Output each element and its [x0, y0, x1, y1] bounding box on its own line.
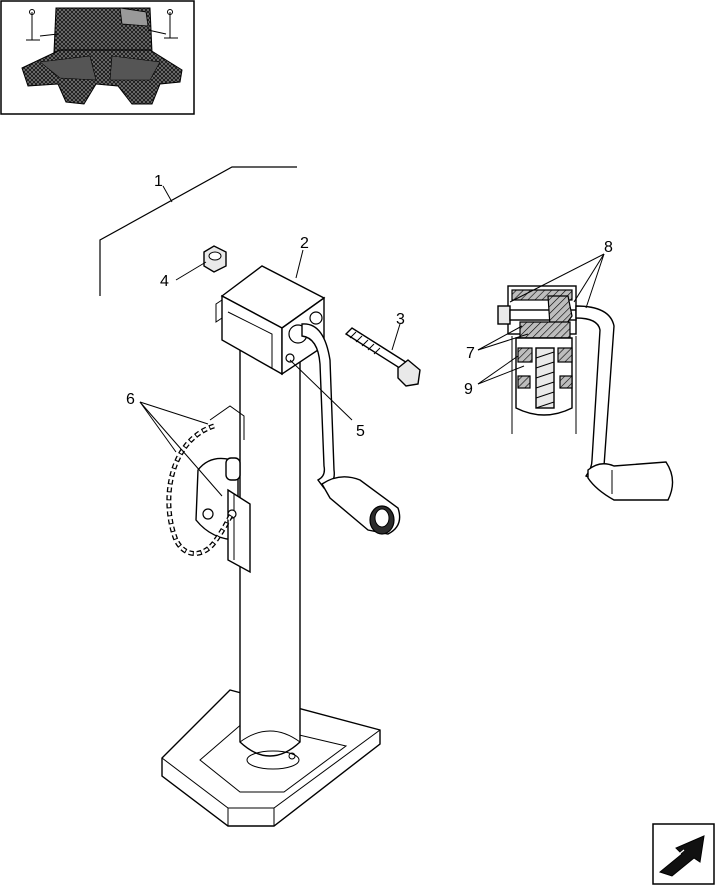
callout-4: 4: [160, 273, 169, 290]
callout-3: 3: [396, 311, 405, 328]
callout-5: 5: [356, 423, 365, 440]
callout-1: 1: [154, 173, 163, 190]
bolt: [344, 327, 421, 387]
retaining-chain: [166, 423, 234, 556]
section-detail: [497, 285, 674, 501]
callout-6: 6: [126, 391, 135, 408]
callout-2: 2: [300, 235, 309, 252]
gear-housing: [215, 265, 326, 376]
thumbnail-frame: [0, 0, 195, 115]
jack-assembly: [99, 166, 421, 827]
crank-handle: [301, 323, 401, 535]
callout-7: 7: [466, 345, 475, 362]
combine-header-icon: [21, 7, 183, 105]
next-page-arrow-icon[interactable]: [652, 823, 715, 885]
assembly-bracket: [99, 166, 297, 296]
hex-nut: [203, 245, 227, 273]
callout-9: 9: [464, 381, 473, 398]
leader-lines: [139, 185, 605, 497]
jack-tube: [239, 339, 301, 770]
callout-8: 8: [604, 239, 613, 256]
